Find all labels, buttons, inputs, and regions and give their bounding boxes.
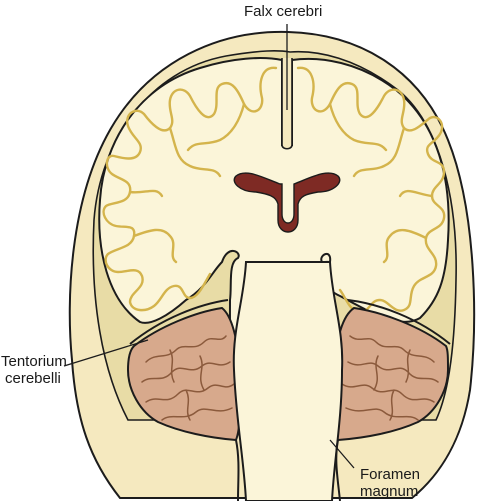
label-tentorium-line1: Tentorium <box>1 353 67 370</box>
label-tentorium-line2: cerebelli <box>5 370 61 387</box>
cerebrum <box>98 57 450 371</box>
brainstem <box>232 261 344 501</box>
cerebellum-right-folia <box>341 335 439 421</box>
lateral-ventricles <box>233 172 341 233</box>
foramen-magnum <box>235 439 341 501</box>
foramen-magnum-leader <box>329 439 355 469</box>
cerebellum-left <box>126 306 242 442</box>
tentorium-cerebelli-left <box>129 299 229 345</box>
tentorium-cerebelli-right <box>347 299 451 345</box>
label-foramen-line1: Foramen <box>360 466 421 483</box>
label-tentorium-cerebelli: Tentorium cerebelli <box>1 353 67 387</box>
gyri-left <box>102 66 278 312</box>
label-falx-cerebri-text: Falx cerebri <box>244 3 323 20</box>
tentorium-cerebelli-leader <box>63 339 149 367</box>
label-foramen-magnum: Foramen magnum <box>360 466 420 500</box>
cerebellum-left-folia <box>141 335 235 421</box>
label-foramen-line2: magnum <box>360 483 419 500</box>
gyri-right <box>296 66 446 314</box>
label-falx-cerebri: Falx cerebri <box>244 3 322 20</box>
